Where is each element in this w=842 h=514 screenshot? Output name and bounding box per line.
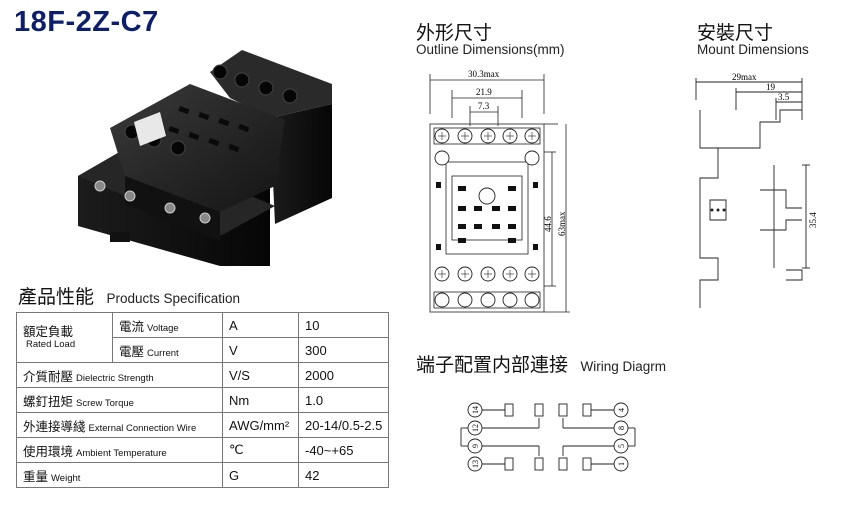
dim-21-9: 21.9 — [476, 87, 492, 97]
dim-44-6: 44.6 — [543, 216, 553, 232]
mount-title-en: Mount Dimensions — [697, 42, 809, 57]
outline-title-cn: 外形尺寸 — [416, 22, 493, 44]
dim-63: 63max — [557, 211, 567, 236]
param-cn: 介質耐壓 — [23, 368, 74, 384]
param-cn: 使用環境 — [23, 443, 74, 459]
param-en: Weight — [51, 472, 81, 484]
param-cn: 電流 — [119, 318, 145, 334]
outline-title-en: Outline Dimensions(mm) — [416, 42, 565, 57]
terminal-label: 8 — [617, 426, 626, 430]
param-en: Current — [147, 347, 179, 359]
symbol-cell: V — [222, 337, 299, 363]
dim-7-3: 7.3 — [478, 101, 490, 111]
value-cell: 20-14/0.5-2.5 — [297, 412, 390, 438]
terminal-label: 4 — [617, 408, 626, 412]
terminal-label: 14 — [471, 406, 480, 414]
terminal-label: 9 — [471, 444, 480, 448]
param-cn: 外連接導綫 — [23, 418, 86, 434]
wiring-title-en: Wiring Diagrm — [580, 359, 666, 374]
terminal-label: 5 — [617, 444, 626, 448]
terminal-label: 13 — [471, 460, 480, 468]
mount-drawing: 29max 19 3.5 35.4 — [695, 72, 818, 308]
dim-3-5: 3.5 — [778, 92, 790, 102]
symbol-cell: G — [222, 462, 299, 488]
param-en: Ambient Temperature — [76, 447, 167, 459]
terminal-label: 1 — [617, 462, 626, 466]
symbol-cell: V/S — [222, 362, 299, 388]
param-cn: 螺釘扭矩 — [23, 393, 74, 409]
spec-title-cn: 產品性能 — [18, 286, 95, 308]
value-cell: 10 — [297, 312, 390, 338]
param-cn: 電壓 — [119, 343, 145, 359]
symbol-cell: AWG/mm² — [222, 412, 299, 438]
spec-title-en: Products Specification — [106, 291, 241, 306]
value-cell: -40~+65 — [297, 437, 390, 463]
value-cell: 42 — [297, 462, 390, 488]
mount-title-cn: 安裝尺寸 — [697, 22, 774, 44]
terminal-label: 12 — [471, 424, 480, 432]
dim-30-3: 30.3max — [468, 69, 500, 79]
param-en: Voltage — [147, 322, 179, 334]
symbol-cell: A — [222, 312, 299, 338]
dim-29: 29max — [732, 72, 757, 82]
product-photo — [78, 50, 332, 266]
value-cell: 2000 — [297, 362, 390, 388]
param-cn: 重量 — [23, 468, 49, 484]
rated-load-cell: 額定負載 Rated Load — [16, 312, 113, 363]
param-en: External Connection Wire — [88, 422, 197, 434]
param-en: Screw Torque — [76, 397, 134, 409]
rated-load-cn: 額定負載 — [23, 323, 74, 339]
value-cell: 1.0 — [297, 387, 390, 413]
wiring-diagram: 14 12 9 13 4 8 5 1 — [460, 402, 636, 472]
wiring-heading: 端子配置内部連接 Wiring Diagrm — [416, 350, 666, 377]
dim-35-4: 35.4 — [808, 212, 818, 228]
spec-heading: 產品性能 Products Specification — [18, 282, 240, 309]
dim-19: 19 — [766, 82, 776, 92]
param-en: Dielectric Strength — [76, 372, 154, 384]
rated-load-en: Rated Load — [26, 338, 76, 350]
symbol-cell: ℃ — [222, 437, 299, 463]
outline-drawing: 30.3max 21.9 7.3 44.6 63max — [429, 69, 570, 313]
wiring-title-cn: 端子配置内部連接 — [416, 354, 569, 376]
symbol-cell: Nm — [222, 387, 299, 413]
model-title: 18F-2Z-C7 — [14, 6, 159, 38]
value-cell: 300 — [297, 337, 390, 363]
